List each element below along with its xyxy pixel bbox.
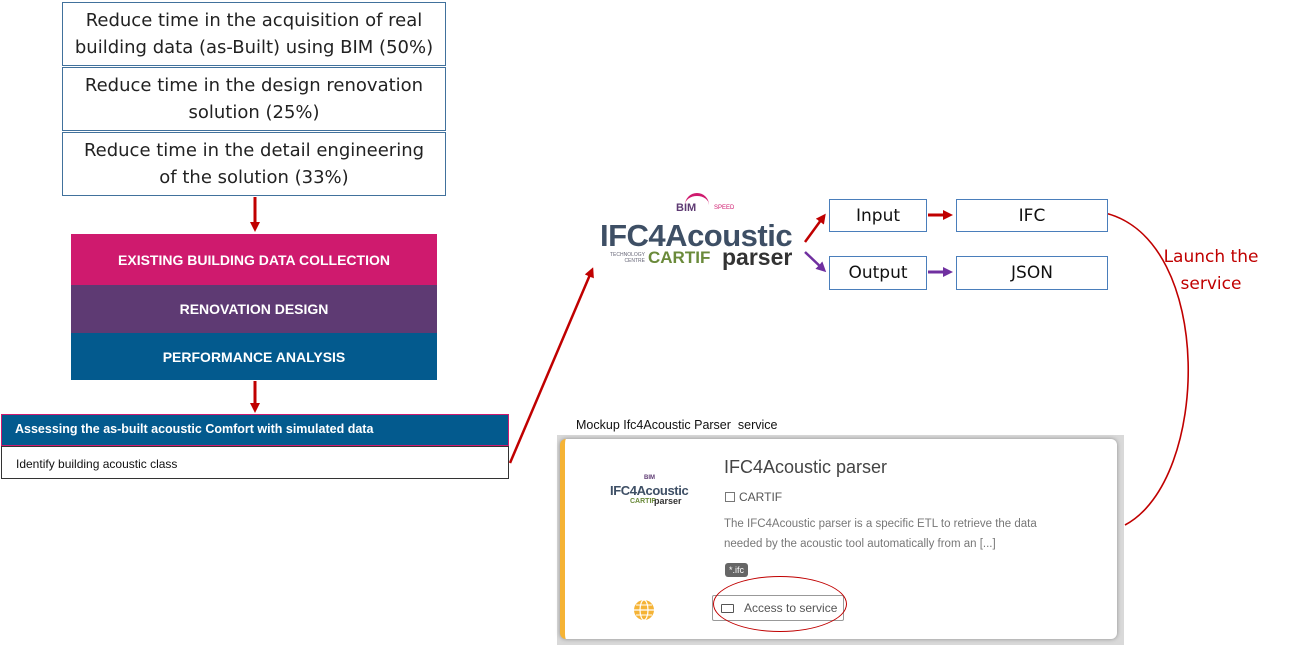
card-logo-sub: parser: [654, 496, 682, 506]
bim-speed-badge: BIM: [676, 202, 697, 214]
launch-service-label: Launch the service: [1163, 247, 1259, 294]
bim-arc-icon: [685, 193, 709, 205]
provider-row: CARTIF: [725, 489, 782, 505]
output-box: Output: [829, 256, 927, 290]
globe-icon[interactable]: [633, 599, 655, 621]
stage-performance-analysis: PERFORMANCE ANALYSIS: [71, 333, 437, 380]
ifc4acoustic-logo: BIM SPEED IFC4Acoustic TECHNOLOGY CENTRE…: [598, 192, 804, 274]
goal-box-acquisition: Reduce time in the acquisition of real b…: [62, 2, 446, 66]
service-title[interactable]: IFC4Acoustic parser: [724, 457, 888, 477]
card-logo-org: CARTIF: [630, 498, 656, 505]
input-box: Input: [829, 199, 927, 232]
task-item: Identify building acoustic class: [1, 446, 509, 479]
logo-org-caption: TECHNOLOGY CENTRE: [609, 252, 645, 264]
stage-existing-building-data: EXISTING BUILDING DATA COLLECTION: [71, 234, 437, 285]
file-tag: *.ifc: [725, 563, 749, 577]
goal-box-design: Reduce time in the design renovation sol…: [62, 67, 446, 131]
arrow-logo-to-input: [803, 213, 826, 243]
service-description: The IFC4Acoustic parser is a specific ET…: [724, 518, 1037, 550]
arrow-logo-to-output: [804, 251, 827, 273]
logo-sub-text: parser: [722, 244, 793, 270]
bim-speed-badge-sub: SPEED: [714, 205, 735, 211]
service-card: BIM IFC4Acoustic CARTIF parser IFC4Acous…: [560, 439, 1117, 639]
arrow-task-to-logo: [508, 267, 594, 464]
card-logo-badge: BIM: [644, 475, 655, 481]
card-logo-main: IFC4Acoustic: [610, 483, 689, 498]
mockup-caption: Mockup Ifc4Acoustic Parser service: [576, 418, 778, 432]
card-logo: BIM IFC4Acoustic CARTIF parser: [610, 475, 690, 515]
json-box: JSON: [956, 256, 1108, 290]
goal-box-engineering: Reduce time in the detail engineering of…: [62, 132, 446, 196]
access-highlight-ellipse: [713, 576, 847, 632]
stage-renovation-design: RENOVATION DESIGN: [71, 285, 437, 333]
provider-icon: [725, 492, 735, 502]
launch-service-curve: [1104, 212, 1189, 526]
logo-org-text: CARTIF: [648, 248, 711, 267]
ifc-box: IFC: [956, 199, 1108, 232]
logo-main-text: IFC4Acoustic: [600, 218, 793, 253]
provider-name: CARTIF: [739, 490, 783, 504]
task-header: Assessing the as-built acoustic Comfort …: [1, 414, 509, 446]
